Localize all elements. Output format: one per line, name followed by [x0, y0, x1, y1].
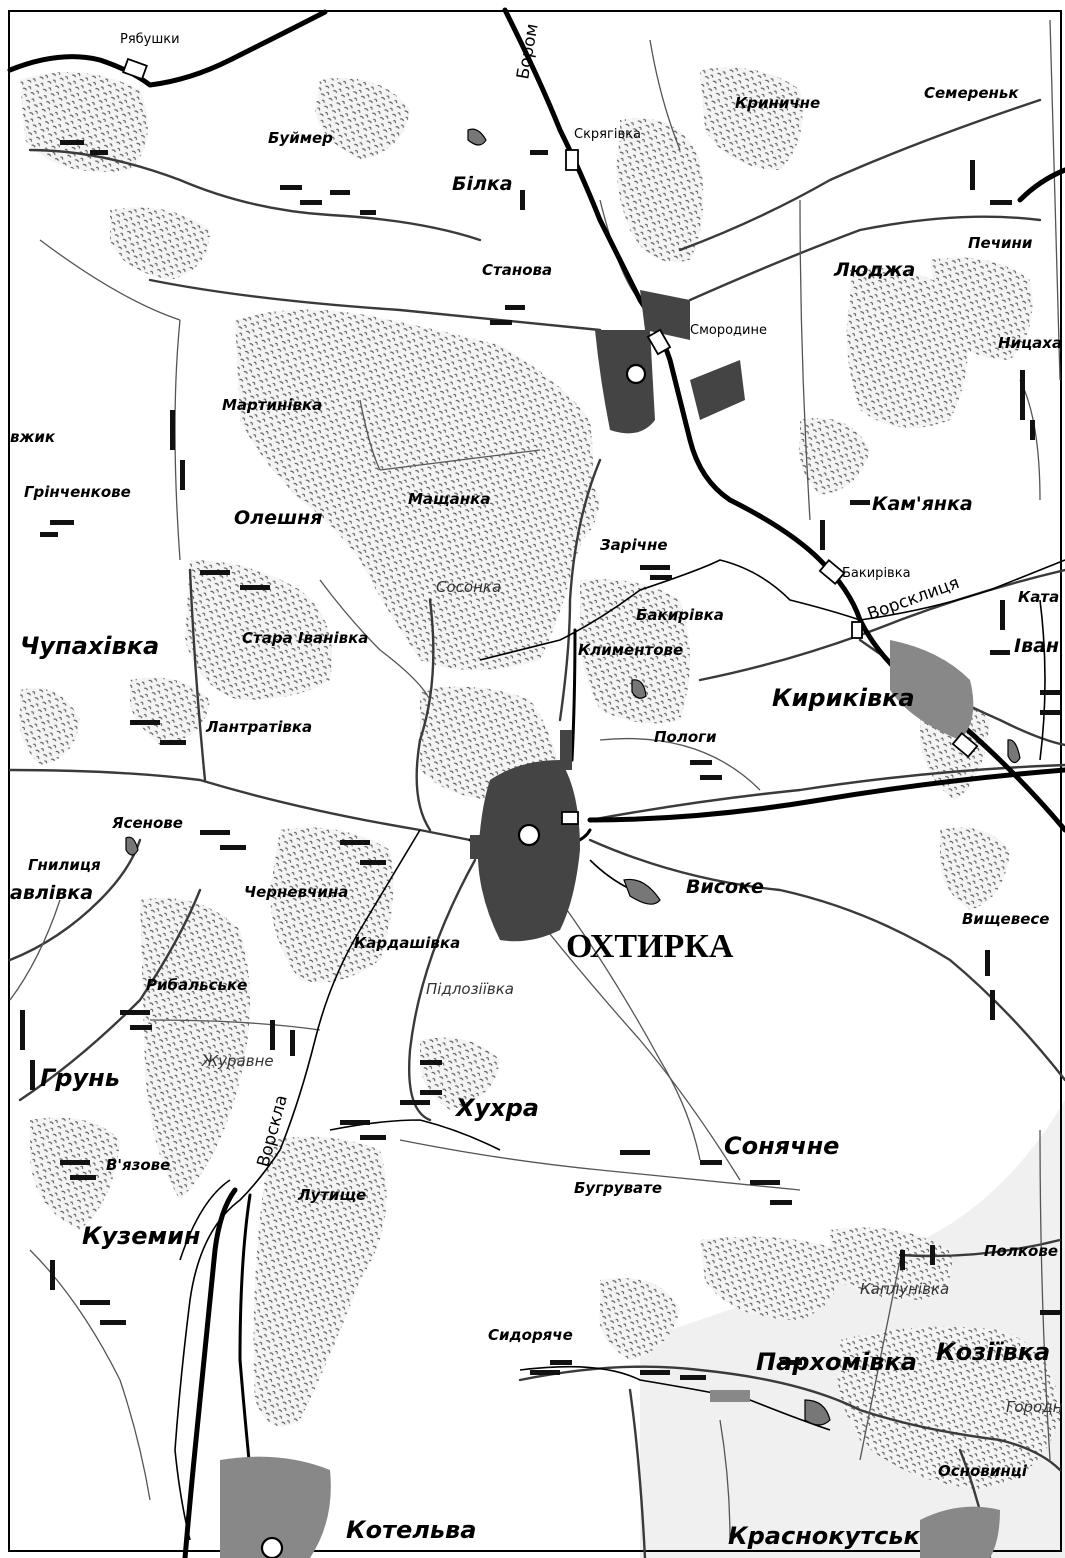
railway-stations — [122, 57, 979, 825]
label-parkhom: Пархомівка — [756, 1348, 917, 1376]
label-khukhra: Хухра — [454, 1094, 539, 1122]
label-ivan: Іван — [1014, 635, 1059, 657]
label-lyudzha: Люджа — [833, 259, 915, 281]
label-pavlivka: авлівка — [10, 882, 93, 904]
label-kata: Ката — [1018, 588, 1059, 606]
label-rybal: Рибальське — [146, 976, 247, 994]
label-lutyshche: Лутище — [297, 1186, 366, 1204]
roads — [8, 98, 1065, 1558]
label-grinch: Грінченкове — [24, 483, 131, 501]
label-bugruv: Бугрувате — [574, 1179, 662, 1197]
label-chupakh: Чупахівка — [20, 632, 159, 660]
label-vzhyk: вжик — [10, 428, 56, 446]
label-kardash: Кардашівка — [354, 934, 460, 952]
settlement-blocks — [125, 128, 1021, 1558]
okhtyrka-town — [470, 730, 580, 942]
label-pechyny: Печини — [968, 234, 1033, 252]
place-labels: Рябушки Бором Скрягівка Криничне Семерен… — [10, 22, 1063, 1550]
label-kuzemyn: Куземин — [82, 1222, 201, 1250]
label-stara-iv: Стара Іванівка — [242, 629, 368, 647]
label-gnylytsia: Гнилиця — [28, 856, 101, 874]
label-stanova: Станова — [482, 261, 552, 279]
forest-areas — [19, 67, 1060, 1490]
label-skr: Скрягівка — [574, 127, 641, 142]
label-sydor: Сидоряче — [488, 1326, 573, 1344]
label-lantr: Лантратівка — [205, 718, 312, 736]
map-frame — [8, 10, 1062, 1552]
label-osnov: Основинці — [938, 1462, 1028, 1480]
label-viazove: В'язове — [106, 1156, 170, 1174]
label-vyshchev: Вищевесе — [962, 910, 1049, 928]
label-kyryk: Кириківка — [772, 684, 915, 712]
label-yasen: Ясенове — [111, 814, 183, 832]
label-chern: Черневчина — [244, 883, 348, 901]
label-oleshnia: Олешня — [234, 507, 322, 529]
label-kaplun: Каплунівка — [860, 1280, 949, 1298]
label-klymen: Климентове — [578, 641, 683, 659]
label-nytsakha: Ницаха — [998, 334, 1062, 352]
village-houses — [20, 140, 1060, 1380]
label-sosonka: Сосонка — [436, 578, 501, 596]
district-centres — [260, 363, 647, 1558]
label-kryn: Криничне — [735, 94, 820, 112]
label-kamianka: Кам'янка — [872, 493, 973, 515]
label-smorodyne: Смородине — [690, 323, 767, 338]
label-polkov: Полкове — [984, 1242, 1058, 1260]
label-ryb: Рябушки — [120, 32, 180, 47]
label-goro: Городн — [1006, 1398, 1063, 1416]
label-buimer: Буймер — [268, 129, 333, 147]
label-pology: Пологи — [654, 728, 717, 746]
label-bakyr: Бакирівка — [636, 606, 724, 624]
label-martyn: Мартинівка — [222, 396, 322, 414]
label-bilka: Білка — [452, 173, 513, 195]
label-pidloz: Підлозіївка — [426, 980, 514, 998]
label-grun: Грунь — [40, 1064, 120, 1092]
label-vysoke: Високе — [686, 876, 764, 898]
label-zhuravne: Журавне — [201, 1052, 274, 1070]
label-bakyr-st: Бакирівка — [842, 566, 911, 581]
label-zarichne: Зарічне — [600, 536, 668, 554]
label-soniachne: Сонячне — [724, 1132, 839, 1160]
label-semer: Семереньк — [924, 84, 1019, 102]
label-koziivka: Козіївка — [936, 1338, 1050, 1366]
label-kotelva: Котельва — [346, 1516, 476, 1544]
label-krasnok: Краснокутськ — [728, 1522, 921, 1550]
label-okhtyrka: ОХТИРКА — [566, 928, 734, 965]
label-mashchanka: Мащанка — [408, 490, 490, 508]
